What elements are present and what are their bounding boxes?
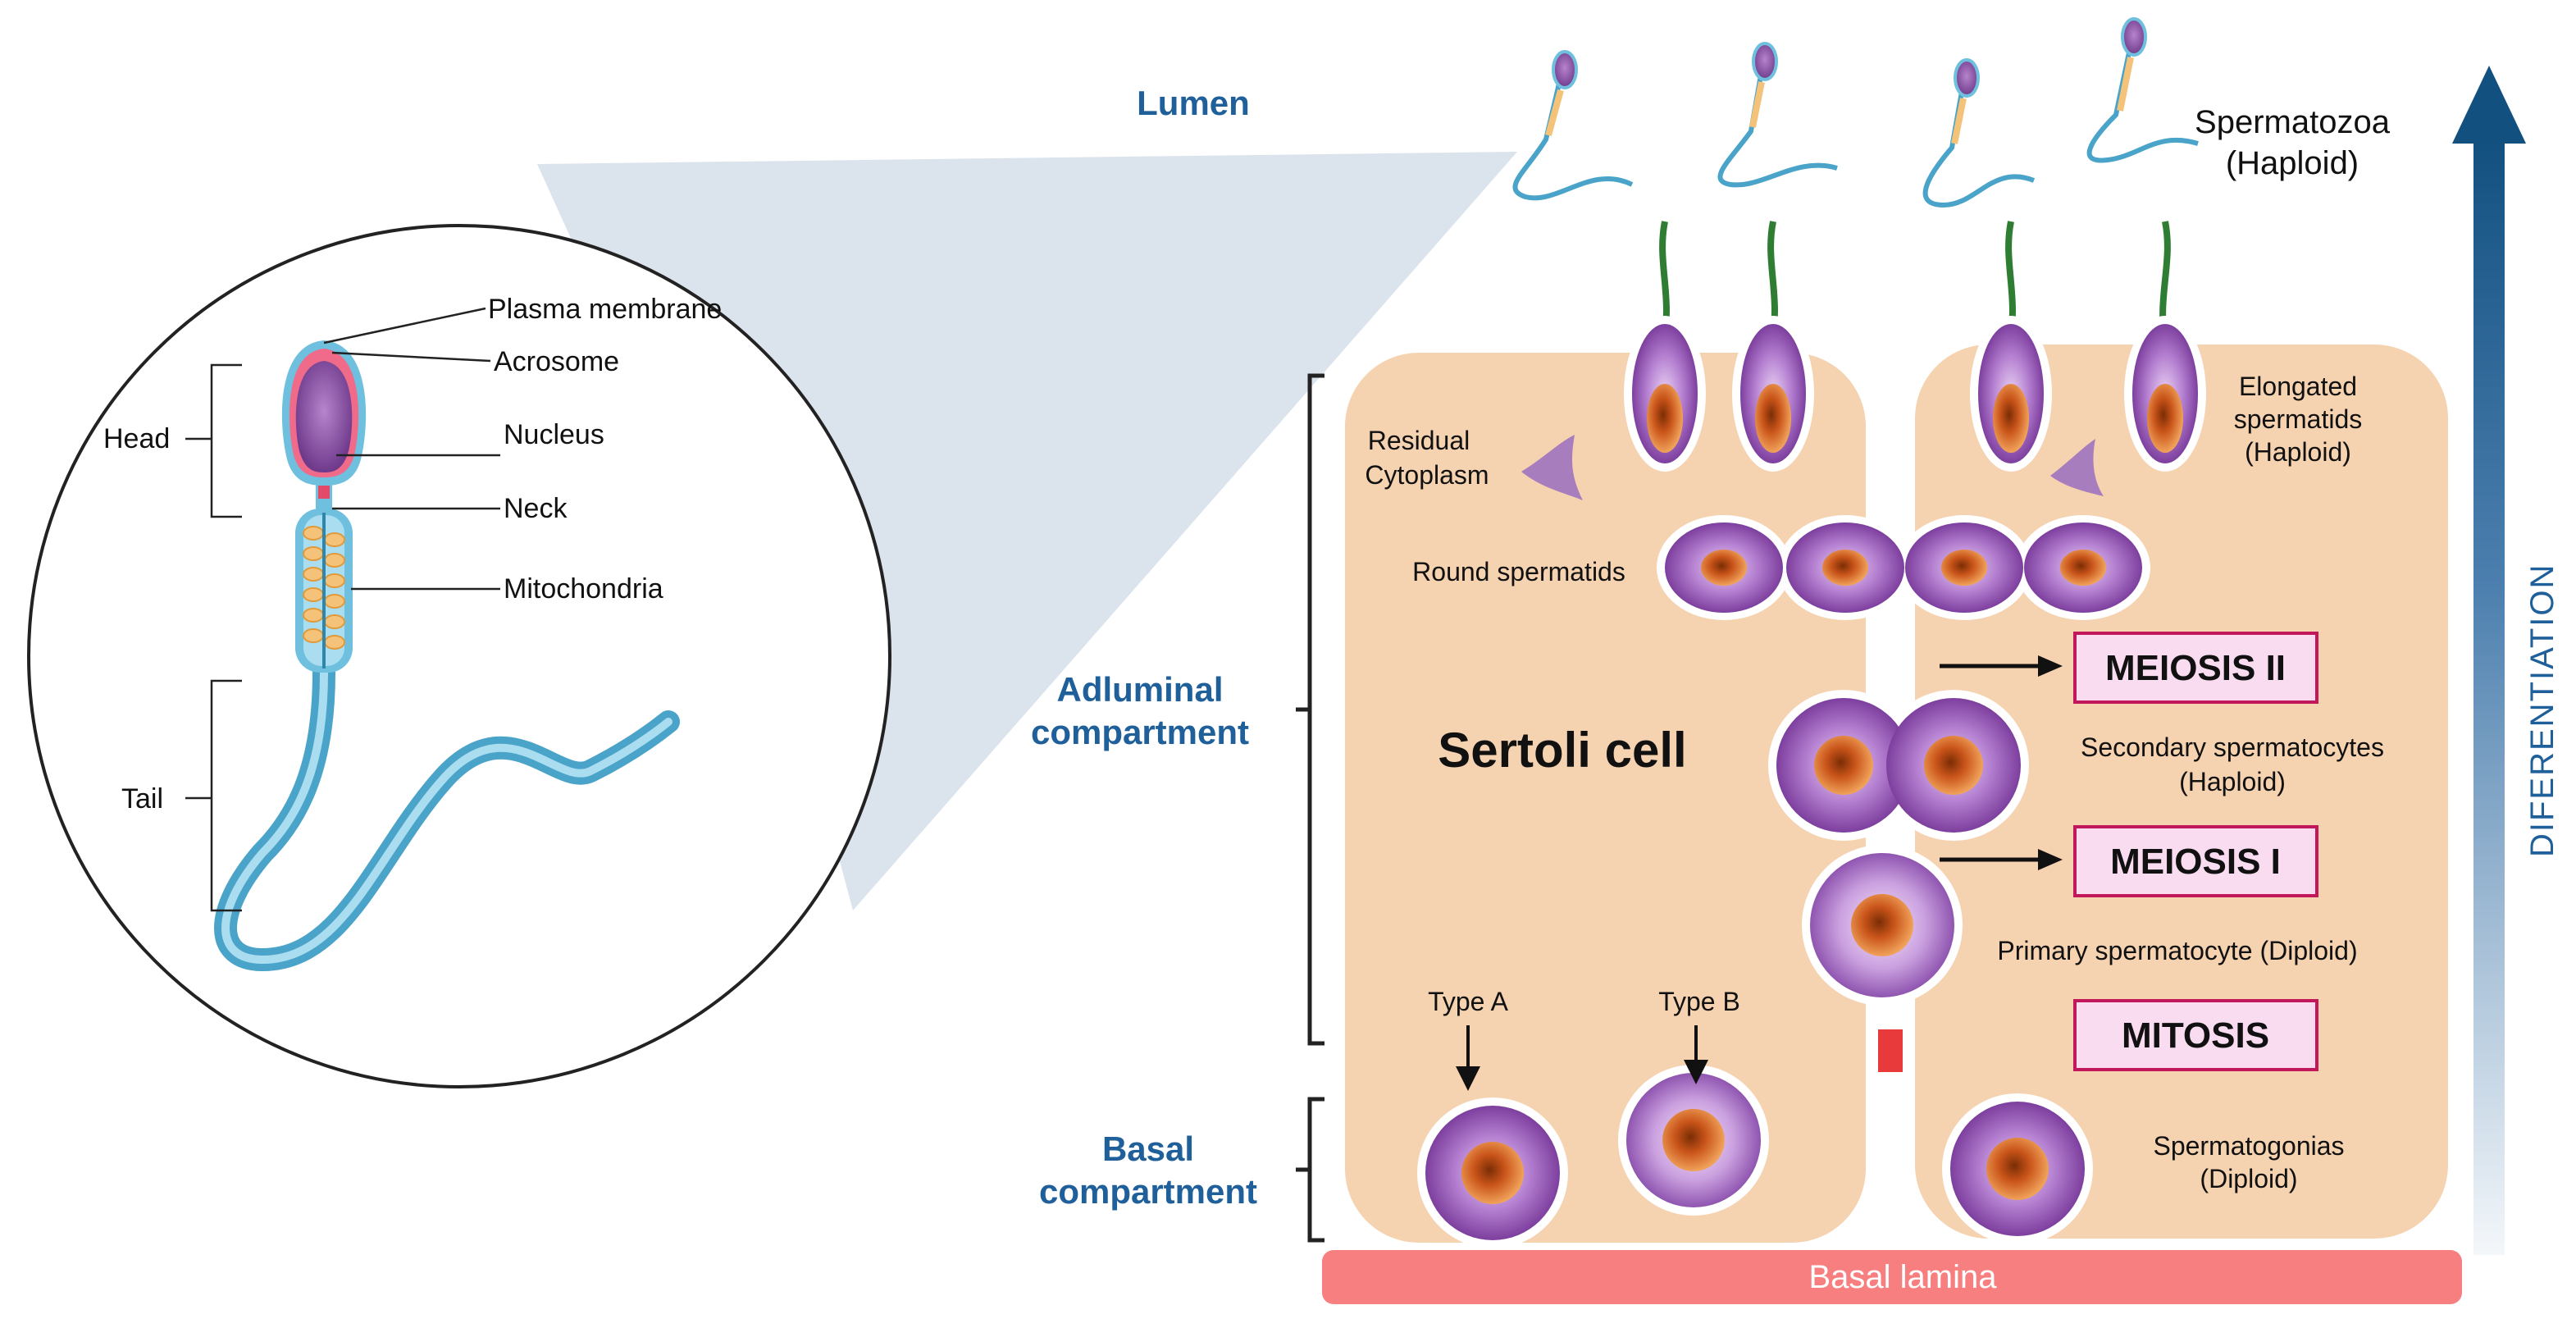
primary-spermatocyte [1802, 845, 1963, 1006]
label-spermatozoa-2: (Haploid) [2226, 145, 2359, 181]
differentiation-arrow-head [2452, 66, 2526, 144]
label-type-a: Type A [1428, 987, 1509, 1016]
zoom-leader-lines [185, 307, 500, 912]
label-meiosis-ii: MEIOSIS II [2105, 648, 2286, 688]
label-mitosis: MITOSIS [2122, 1015, 2269, 1056]
label-residual-2: Cytoplasm [1365, 460, 1489, 490]
basal-lamina-bar [1322, 1250, 2462, 1304]
label-differentiation: DIFERENTIATION [2524, 564, 2560, 857]
label-elongated-3: (Haploid) [2245, 437, 2351, 467]
label-adluminal-2: compartment [1031, 713, 1249, 751]
label-adluminal-1: Adluminal [1056, 670, 1223, 709]
process-arrows [1940, 655, 2063, 870]
residual-cytoplasm-right [2050, 439, 2104, 496]
label-secondary-1: Secondary spermatocytes [2081, 732, 2384, 762]
label-neck: Neck [504, 493, 568, 524]
label-type-b: Type B [1658, 987, 1740, 1016]
label-tail: Tail [121, 783, 163, 815]
label-spermatogonia-2: (Diploid) [2200, 1164, 2297, 1193]
label-secondary-2: (Haploid) [2179, 767, 2286, 796]
label-head: Head [103, 423, 170, 454]
label-residual-1: Residual [1368, 426, 1470, 455]
label-basal-1: Basal [1102, 1129, 1194, 1168]
label-basal-lamina: Basal lamina [1808, 1259, 1997, 1295]
spermatogonia [1417, 1065, 2093, 1248]
mitosis-box [2073, 999, 2318, 1071]
tight-junction [1878, 1029, 1903, 1072]
type-arrows [1456, 1025, 1708, 1091]
label-plasma-membrane: Plasma membrane [488, 294, 722, 325]
residual-cytoplasm-left [1521, 435, 1583, 500]
round-spermatids [1657, 515, 2150, 620]
label-acrosome: Acrosome [494, 346, 619, 377]
label-elongated-2: spermatids [2234, 404, 2363, 434]
differentiation-arrow-shaft [2473, 139, 2505, 1255]
spermatozoa-group [1512, 17, 2199, 208]
label-meiosis-i: MEIOSIS I [2110, 842, 2281, 882]
meiosis-ii-box [2073, 632, 2318, 704]
compartment-brackets [1296, 373, 1324, 1243]
label-nucleus: Nucleus [504, 419, 604, 450]
label-basal-2: compartment [1039, 1172, 1257, 1211]
label-mitochondria: Mitochondria [504, 573, 663, 605]
meiosis-i-box [2073, 825, 2318, 897]
label-lumen: Lumen [1137, 84, 1250, 122]
secondary-spermatocytes [1768, 690, 2029, 841]
elongated-spermatids [1624, 221, 2206, 472]
label-spermatogonia-1: Spermatogonias [2153, 1131, 2344, 1161]
label-round-spermatids: Round spermatids [1412, 557, 1625, 586]
zoom-cone [537, 152, 1517, 910]
label-spermatozoa-1: Spermatozoa [2195, 104, 2391, 140]
sperm-zoom-illustration [214, 340, 680, 972]
zoom-circle [27, 224, 891, 1088]
label-primary-spermatocyte: Primary spermatocyte (Diploid) [1997, 936, 2357, 965]
label-elongated-1: Elongated [2239, 372, 2357, 401]
label-sertoli-cell: Sertoli cell [1438, 723, 1686, 778]
